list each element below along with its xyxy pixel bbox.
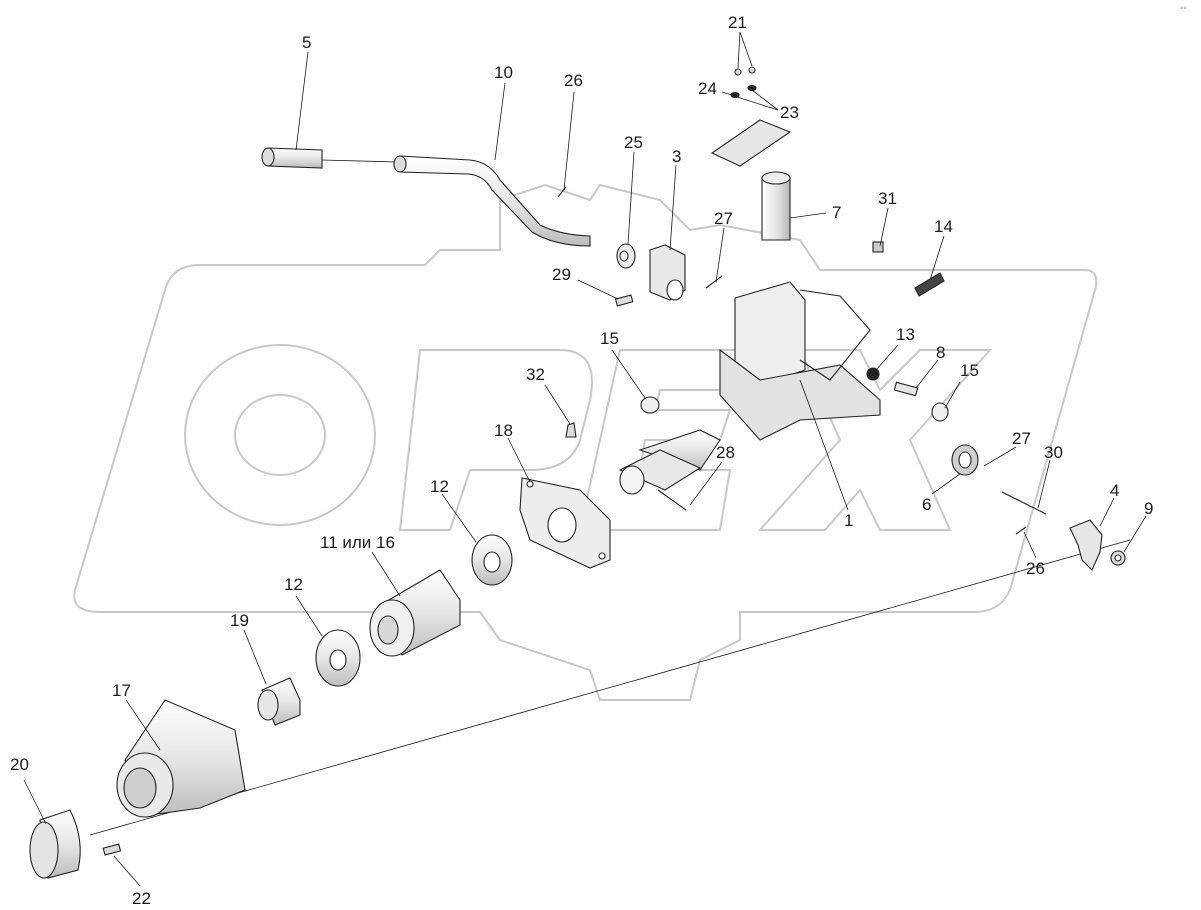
callout-20: 20 [10, 755, 29, 774]
callout-12-right: 12 [430, 477, 449, 496]
callout-26-top: 26 [564, 71, 583, 90]
callout-9: 9 [1144, 499, 1153, 518]
part-28-pin [657, 489, 687, 511]
callout-14: 14 [934, 217, 953, 236]
callout-8: 8 [936, 343, 945, 362]
part-29-pin [614, 294, 634, 307]
callout-10: 10 [494, 63, 513, 82]
part-3-bracket [649, 244, 686, 301]
part-26-pin-bottom [1015, 526, 1027, 535]
callout-24: 24 [698, 79, 717, 98]
watermark-logo [73, 183, 1098, 701]
callout-7: 7 [832, 203, 841, 222]
callout-1: 1 [844, 511, 853, 530]
callout-28: 28 [716, 443, 735, 462]
part-12-washer-left [315, 629, 361, 687]
callout-21: 21 [728, 13, 747, 32]
callout-12-left: 12 [284, 575, 303, 594]
part-4-lever [1069, 519, 1103, 571]
callout-15-left: 15 [600, 329, 619, 348]
callout-5: 5 [302, 33, 311, 52]
part-7-rod [761, 171, 791, 241]
part-25-washer [616, 243, 636, 269]
part-20-cap [29, 809, 81, 879]
callout-11-16: 11 или 16 [320, 533, 395, 552]
part-31-nut [872, 241, 884, 253]
part-22-bolt [102, 843, 122, 856]
callout-15-right: 15 [960, 361, 979, 380]
callout-17: 17 [112, 681, 131, 700]
callout-30: 30 [1044, 443, 1063, 462]
callout-27-top: 27 [714, 209, 733, 228]
part-15-plug-left [640, 396, 660, 414]
part-18-flange [519, 477, 611, 569]
part-12-washer-right [471, 534, 513, 586]
part-30-pin [1001, 491, 1047, 515]
callout-6: 6 [922, 495, 931, 514]
callout-23: 23 [780, 103, 799, 122]
part-8-bolt [893, 381, 919, 397]
callout-27-right: 27 [1012, 429, 1031, 448]
part-19-sleeve [257, 677, 301, 726]
callout-13: 13 [896, 325, 915, 344]
callout-31: 31 [878, 189, 897, 208]
callout-25: 25 [624, 133, 643, 152]
part-15-plug-right [931, 402, 949, 422]
callout-3: 3 [672, 147, 681, 166]
part-13-nut [866, 367, 880, 381]
callout-22: 22 [132, 889, 151, 908]
part-27-cotter-top [705, 275, 723, 289]
part-9-nut [1110, 550, 1126, 566]
callout-29: 29 [552, 265, 571, 284]
callout-18: 18 [494, 421, 513, 440]
part-17-bearing-housing [116, 699, 246, 818]
part-plate-with-screws [710, 66, 792, 167]
part-26-pin-top [557, 186, 567, 198]
callout-4: 4 [1110, 481, 1119, 500]
callout-19: 19 [230, 611, 249, 630]
part-6-spring [951, 444, 979, 476]
corner-mark: °° [1180, 6, 1187, 14]
part-14-spring [914, 272, 945, 297]
callout-32: 32 [526, 365, 545, 384]
part-10-lever-rod [393, 155, 591, 247]
part-1-housing [618, 281, 881, 495]
part-5-tube [261, 147, 323, 169]
callouts: 5 10 26 25 3 29 27 7 31 21 24 23 14 13 8… [10, 6, 1187, 908]
part-32-grease-nipple [565, 422, 577, 438]
callout-26-bottom: 26 [1026, 559, 1045, 578]
leader-lines [23, 31, 1147, 887]
part-11-16-bushing [369, 569, 461, 657]
